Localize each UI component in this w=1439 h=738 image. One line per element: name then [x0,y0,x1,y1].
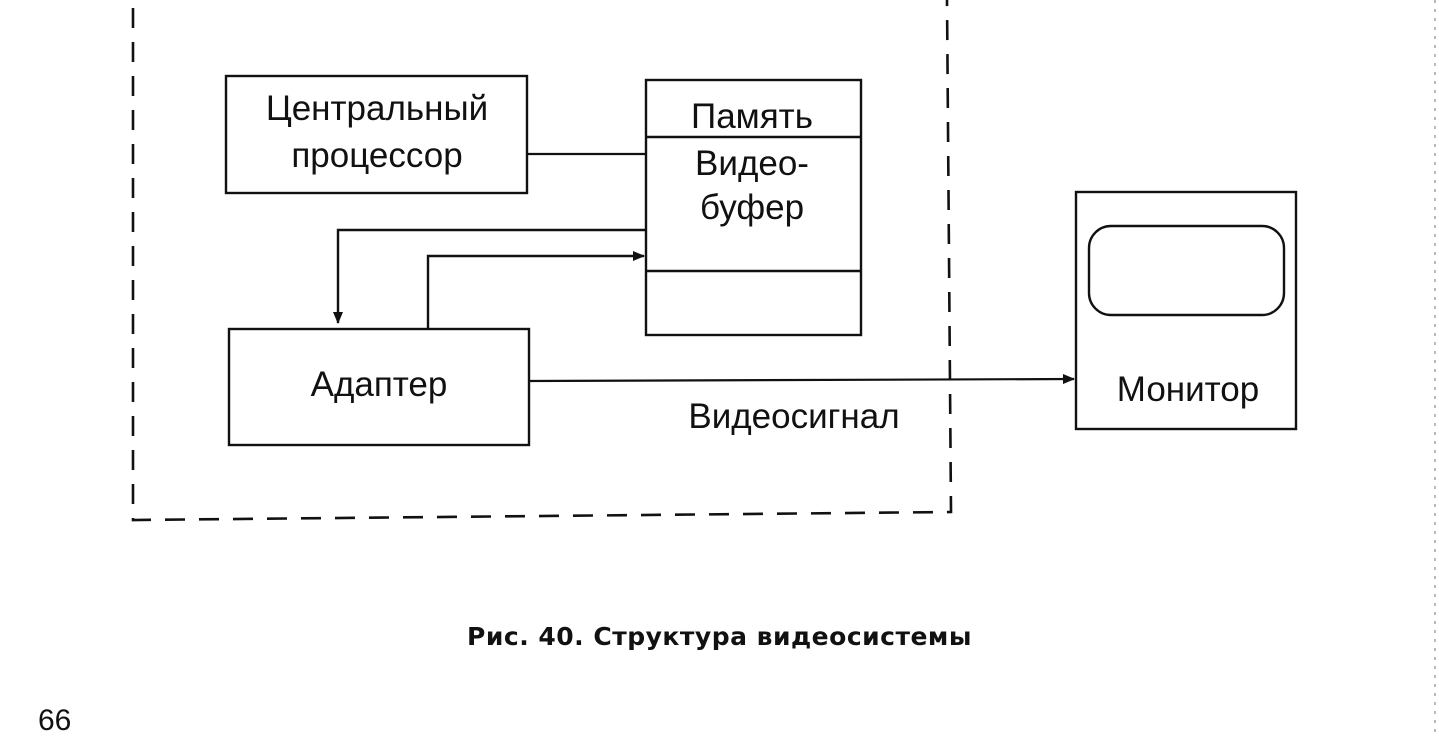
memory-block: Память Видео- буфер [644,78,863,337]
figure-title: Структура видеосистемы [593,622,972,651]
cpu-block: Центральный процессор [224,74,529,195]
cpu-box [224,74,529,195]
adapter-block: Адаптер [227,327,531,447]
video-signal-label: Видеосигнал [688,397,899,436]
monitor-label: Монитор [1117,370,1259,409]
memory-to-adapter-arrow [333,228,646,324]
page-number: 66 [38,704,72,737]
adapter-box [227,327,531,447]
videobuffer-label-line1: Видео- [695,144,809,183]
system-boundary [131,0,953,522]
cpu-label-line1: Центральный [266,89,488,128]
memory-label: Память [691,97,813,136]
cpu-label-line2: процессор [291,136,462,175]
figure-caption: Рис. 40. Структура видеосистемы [0,622,1439,651]
memory-box [644,78,863,337]
monitor-screen [1087,224,1286,317]
scan-edge-artifact [1434,0,1436,738]
video-signal-arrow [528,374,1075,385]
adapter-label: Адаптер [311,365,448,404]
videobuffer-label-line2: буфер [700,188,804,227]
monitor-box [1074,190,1298,431]
figure-number: Рис. 40. [467,622,585,651]
monitor-block: Монитор [1074,190,1298,431]
adapter-to-memory-arrow [426,251,645,329]
